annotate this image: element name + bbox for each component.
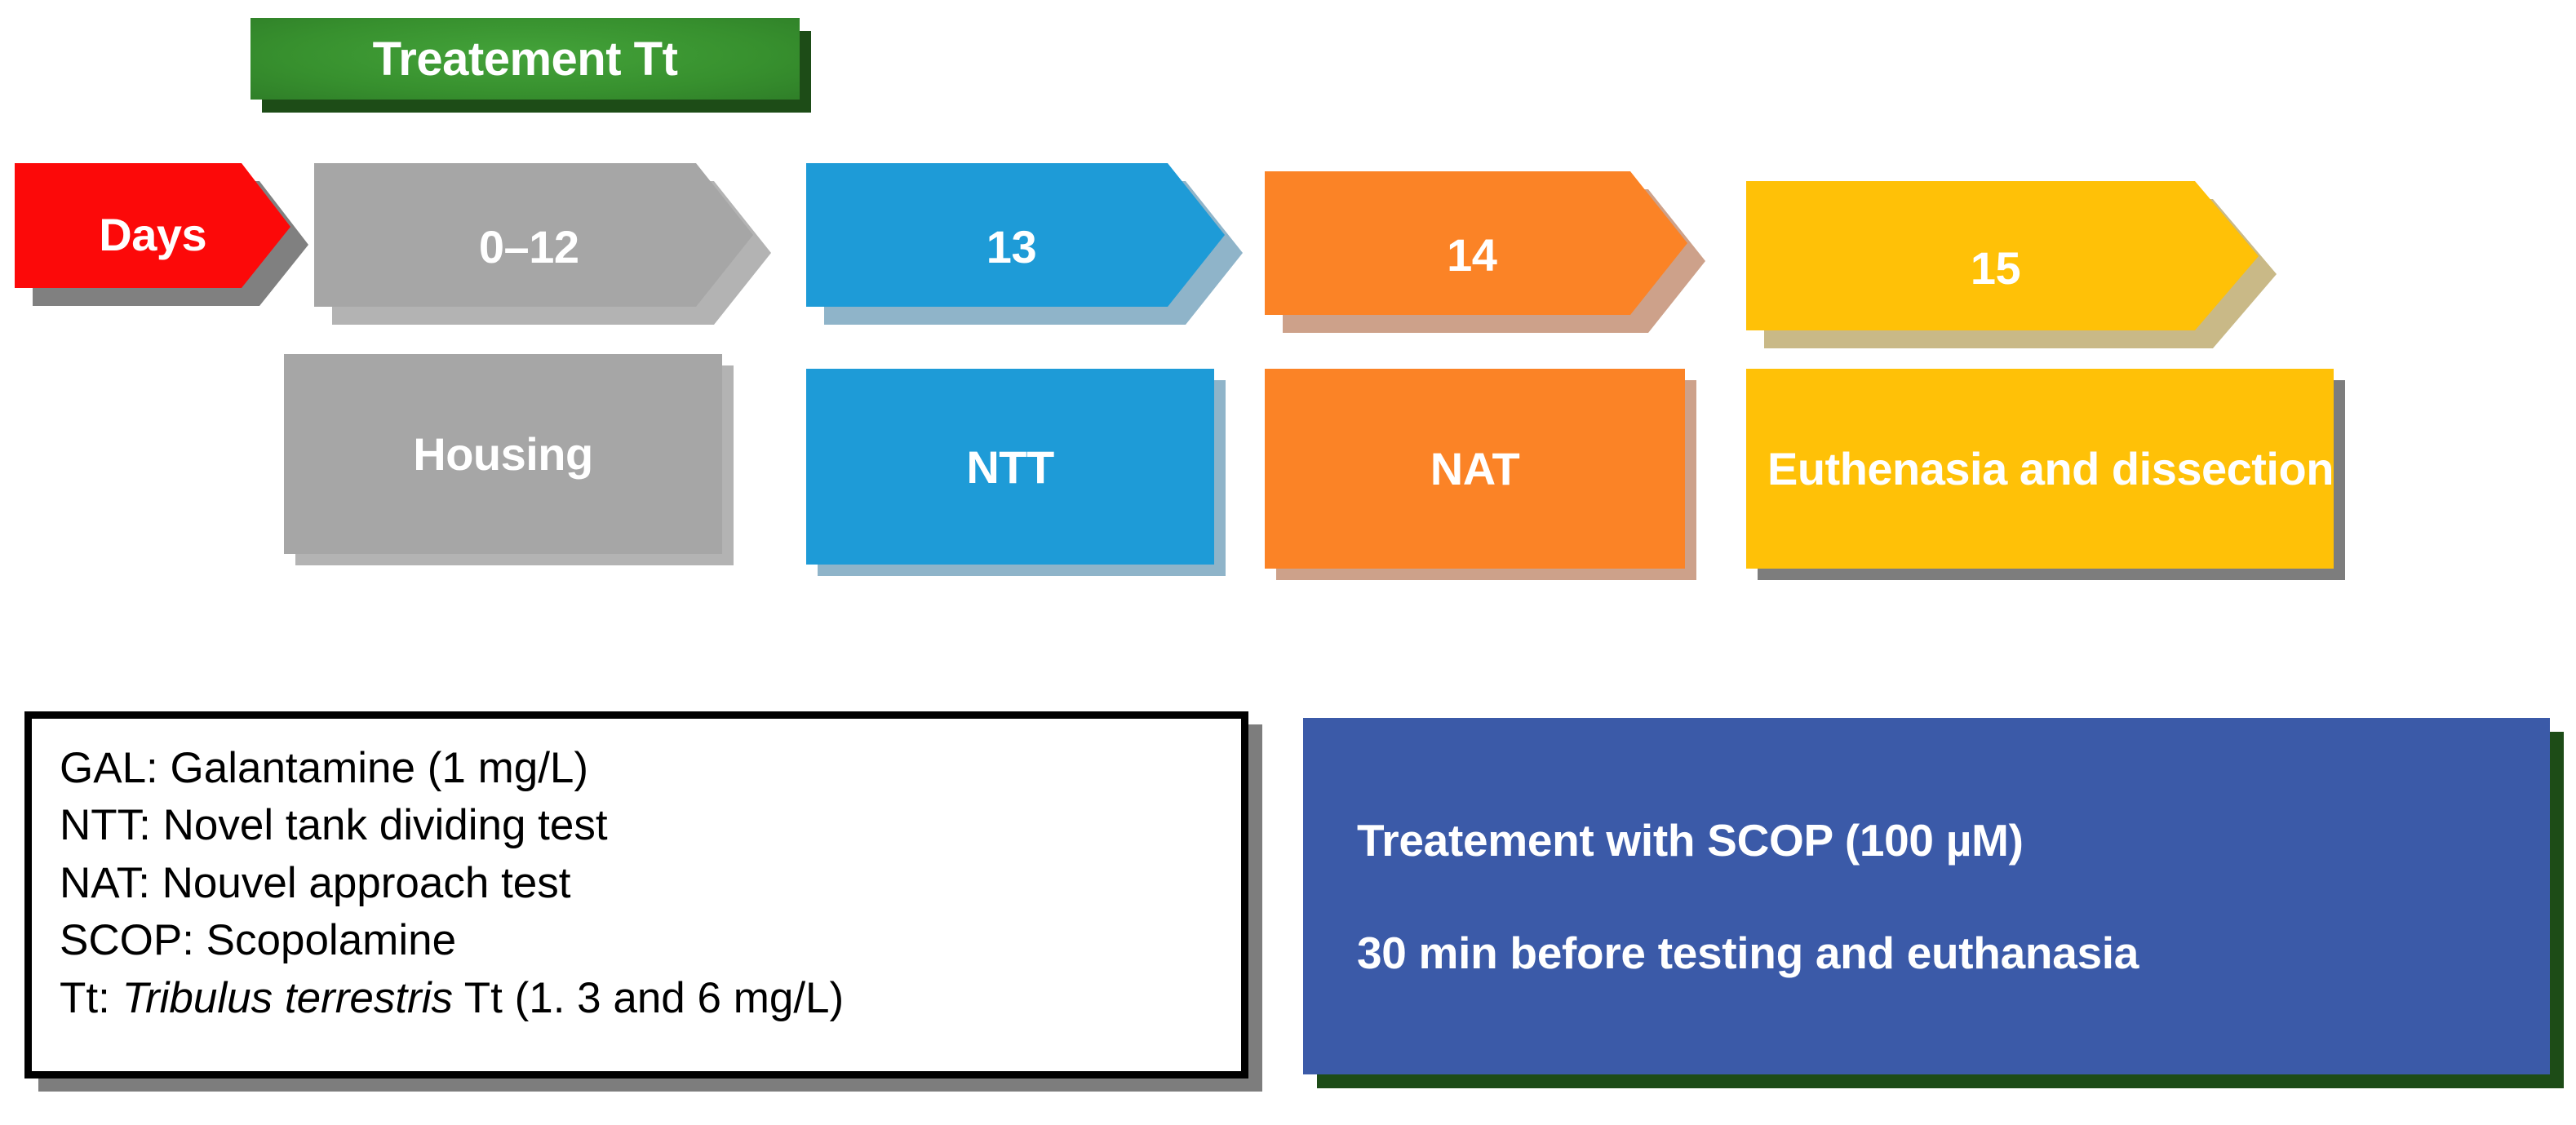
chevron-right-icon [1746,181,2277,348]
chevron-right-icon [806,163,1243,325]
timeline-arrow-15: 15 [1746,181,2277,354]
timeline-arrow-label: 0–12 [478,221,579,272]
stage-box-housing: Housing [284,354,722,554]
timeline-arrow-days: Days [15,163,308,306]
timeline-arrow-0-12: 0–12 [314,163,771,330]
timeline-arrow-13: 13 [806,163,1243,330]
treatment-banner: Treatement Tt [251,18,800,100]
legend-line-tribulus: Tt: Tribulus terrestris Tt (1. 3 and 6 m… [60,970,1217,1027]
legend-line: NTT: Novel tank dividing test [60,801,608,850]
stage-box-label: Housing [413,428,593,480]
timeline-arrow-label: 14 [1447,229,1497,281]
timeline-arrow-label: 15 [1970,241,2021,294]
stage-box-euthanasia: Euthenasia and dissection [1746,369,2334,569]
timeline-arrow-14: 14 [1265,171,1705,339]
legend-line-prefix: Tt: [60,973,122,1022]
note-line-timing: 30 min before testing and euthanasia [1357,927,2139,978]
legend-line-suffix: Tt (1. 3 and 6 mg/L) [452,973,845,1022]
stage-box-nat: NAT [1265,369,1685,569]
chevron-right-icon [314,163,771,325]
legend-line: SCOP: Scopolamine [60,916,457,965]
timeline-arrow-label: Days [99,209,207,260]
stage-box-ntt: NTT [806,369,1214,565]
note-line-treatment: Treatement with SCOP (100 µM) [1357,814,2024,866]
scop-treatment-note-panel: Treatement with SCOP (100 µM) 30 min bef… [1303,718,2550,1074]
legend-box: GAL: Galantamine (1 mg/L) NTT: Novel tan… [24,711,1248,1078]
stage-box-label: Euthenasia and dissection [1767,442,2334,494]
stage-box-label: NTT [966,441,1054,493]
treatment-banner-label: Treatement Tt [372,32,678,86]
legend-line: GAL: Galantamine (1 mg/L) [60,744,589,792]
legend-species-name: Tribulus terrestris [122,973,453,1022]
chevron-right-icon [15,163,308,306]
legend-line: NAT: Nouvel approach test [60,858,571,907]
timeline-arrow-label: 13 [986,221,1037,272]
stage-box-label: NAT [1430,443,1520,494]
chevron-right-icon [1265,171,1705,333]
